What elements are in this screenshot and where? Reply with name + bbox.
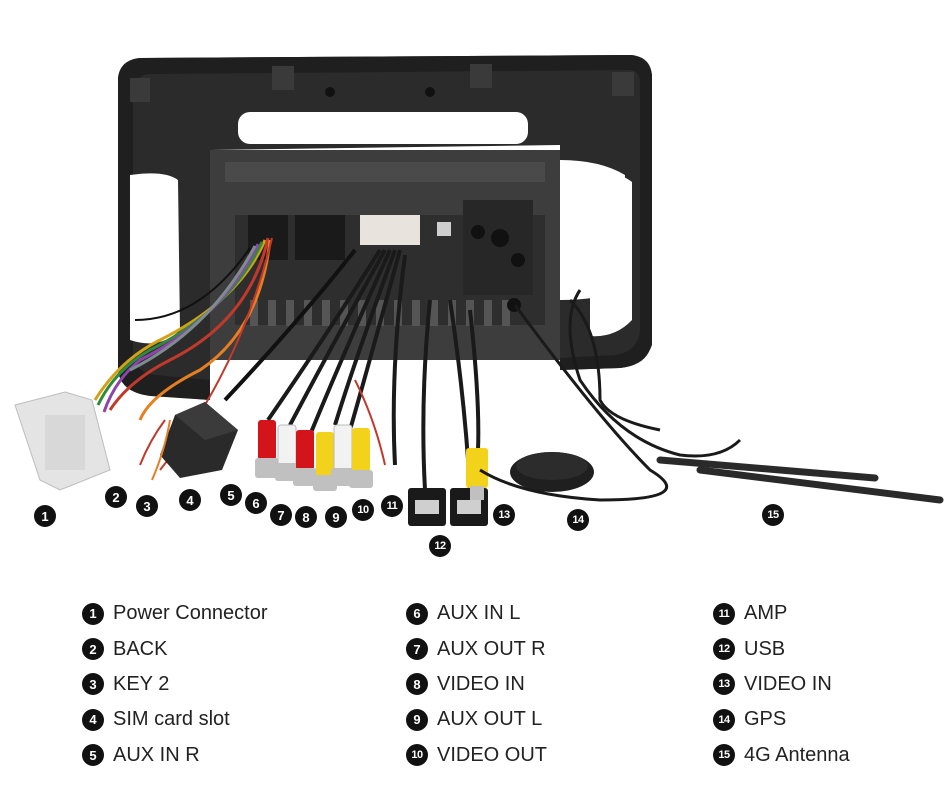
legend-item: 13 VIDEO IN	[713, 667, 850, 702]
usb-plugs	[408, 299, 488, 526]
legend-label: AMP	[744, 602, 788, 625]
legend-item: 10 VIDEO OUT	[406, 738, 547, 773]
legend-number: 9	[406, 708, 428, 731]
legend-item: 7 AUX OUT R	[406, 631, 547, 666]
marker-12: 12	[429, 535, 451, 557]
legend-label: AUX OUT L	[437, 708, 543, 731]
legend-label: GPS	[744, 708, 787, 731]
marker-7: 7	[270, 504, 292, 526]
legend-label: KEY 2	[113, 672, 170, 695]
legend-number: 15	[713, 744, 735, 767]
legend-number: 14	[713, 708, 735, 731]
marker-10: 10	[352, 499, 374, 521]
legend-label: VIDEO OUT	[437, 743, 548, 766]
legend-item: 2 BACK	[82, 631, 268, 666]
head-unit-photo	[14, 55, 944, 526]
legend-label: 4G Antenna	[744, 743, 850, 766]
legend-item: 1 Power Connector	[82, 596, 268, 631]
wire-harness	[93, 237, 357, 471]
legend-number: 5	[82, 744, 104, 767]
legend-item: 6 AUX IN L	[406, 596, 547, 631]
legend-number: 6	[406, 602, 428, 625]
legend-label: SIM card slot	[113, 708, 230, 731]
legend-number: 11	[713, 602, 735, 625]
marker-6: 6	[245, 492, 267, 514]
marker-2: 2	[105, 486, 127, 508]
marker-9: 9	[325, 506, 347, 528]
legend-item: 4 SIM card slot	[82, 702, 268, 737]
marker-13: 13	[493, 504, 515, 526]
marker-1: 1	[34, 505, 56, 527]
legend-label: VIDEO IN	[437, 672, 525, 695]
marker-8: 8	[295, 506, 317, 528]
key-wires	[139, 379, 386, 481]
legend-item: 9 AUX OUT L	[406, 702, 547, 737]
antenna-4g	[568, 289, 944, 504]
legend-number: 8	[406, 673, 428, 696]
marker-15: 15	[762, 504, 784, 526]
legend-label: VIDEO IN	[744, 672, 832, 695]
legend-column-2: 6 AUX IN L 7 AUX OUT R 8 VIDEO IN 9 AUX …	[406, 596, 547, 773]
legend-number: 2	[82, 638, 104, 661]
rca-cables	[266, 248, 407, 466]
legend-label: USB	[744, 637, 786, 660]
legend-number: 13	[713, 673, 735, 696]
video-in-plug	[466, 309, 488, 500]
legend-number: 3	[82, 673, 104, 696]
sim-box	[160, 402, 238, 478]
legend-column-1: 1 Power Connector 2 BACK 3 KEY 2 4 SIM c…	[82, 596, 268, 773]
legend-item: 11 AMP	[713, 596, 850, 631]
legend-item: 8 VIDEO IN	[406, 667, 547, 702]
marker-11: 11	[381, 495, 403, 517]
legend: 1 Power Connector 2 BACK 3 KEY 2 4 SIM c…	[0, 596, 950, 786]
legend-number: 4	[82, 708, 104, 731]
legend-item: 3 KEY 2	[82, 667, 268, 702]
legend-item: 5 AUX IN R	[82, 738, 268, 773]
legend-column-3: 11 AMP 12 USB 13 VIDEO IN 14 GPS 15 4G A…	[713, 596, 850, 773]
rca-plugs	[255, 420, 373, 491]
legend-label: AUX OUT R	[437, 637, 546, 660]
marker-4: 4	[179, 489, 201, 511]
legend-label: Power Connector	[113, 602, 268, 625]
power-connector	[14, 391, 111, 491]
legend-item: 14 GPS	[713, 702, 850, 737]
legend-item: 15 4G Antenna	[713, 738, 850, 773]
marker-5: 5	[220, 484, 242, 506]
legend-label: BACK	[113, 637, 168, 660]
marker-3: 3	[136, 495, 158, 517]
legend-number: 10	[406, 744, 428, 767]
legend-number: 12	[713, 638, 735, 661]
legend-label: AUX IN L	[437, 602, 521, 625]
legend-number: 7	[406, 638, 428, 661]
gps-antenna	[479, 304, 669, 502]
legend-number: 1	[82, 602, 104, 625]
legend-item: 12 USB	[713, 631, 850, 666]
marker-14: 14	[567, 509, 589, 531]
legend-label: AUX IN R	[113, 743, 200, 766]
